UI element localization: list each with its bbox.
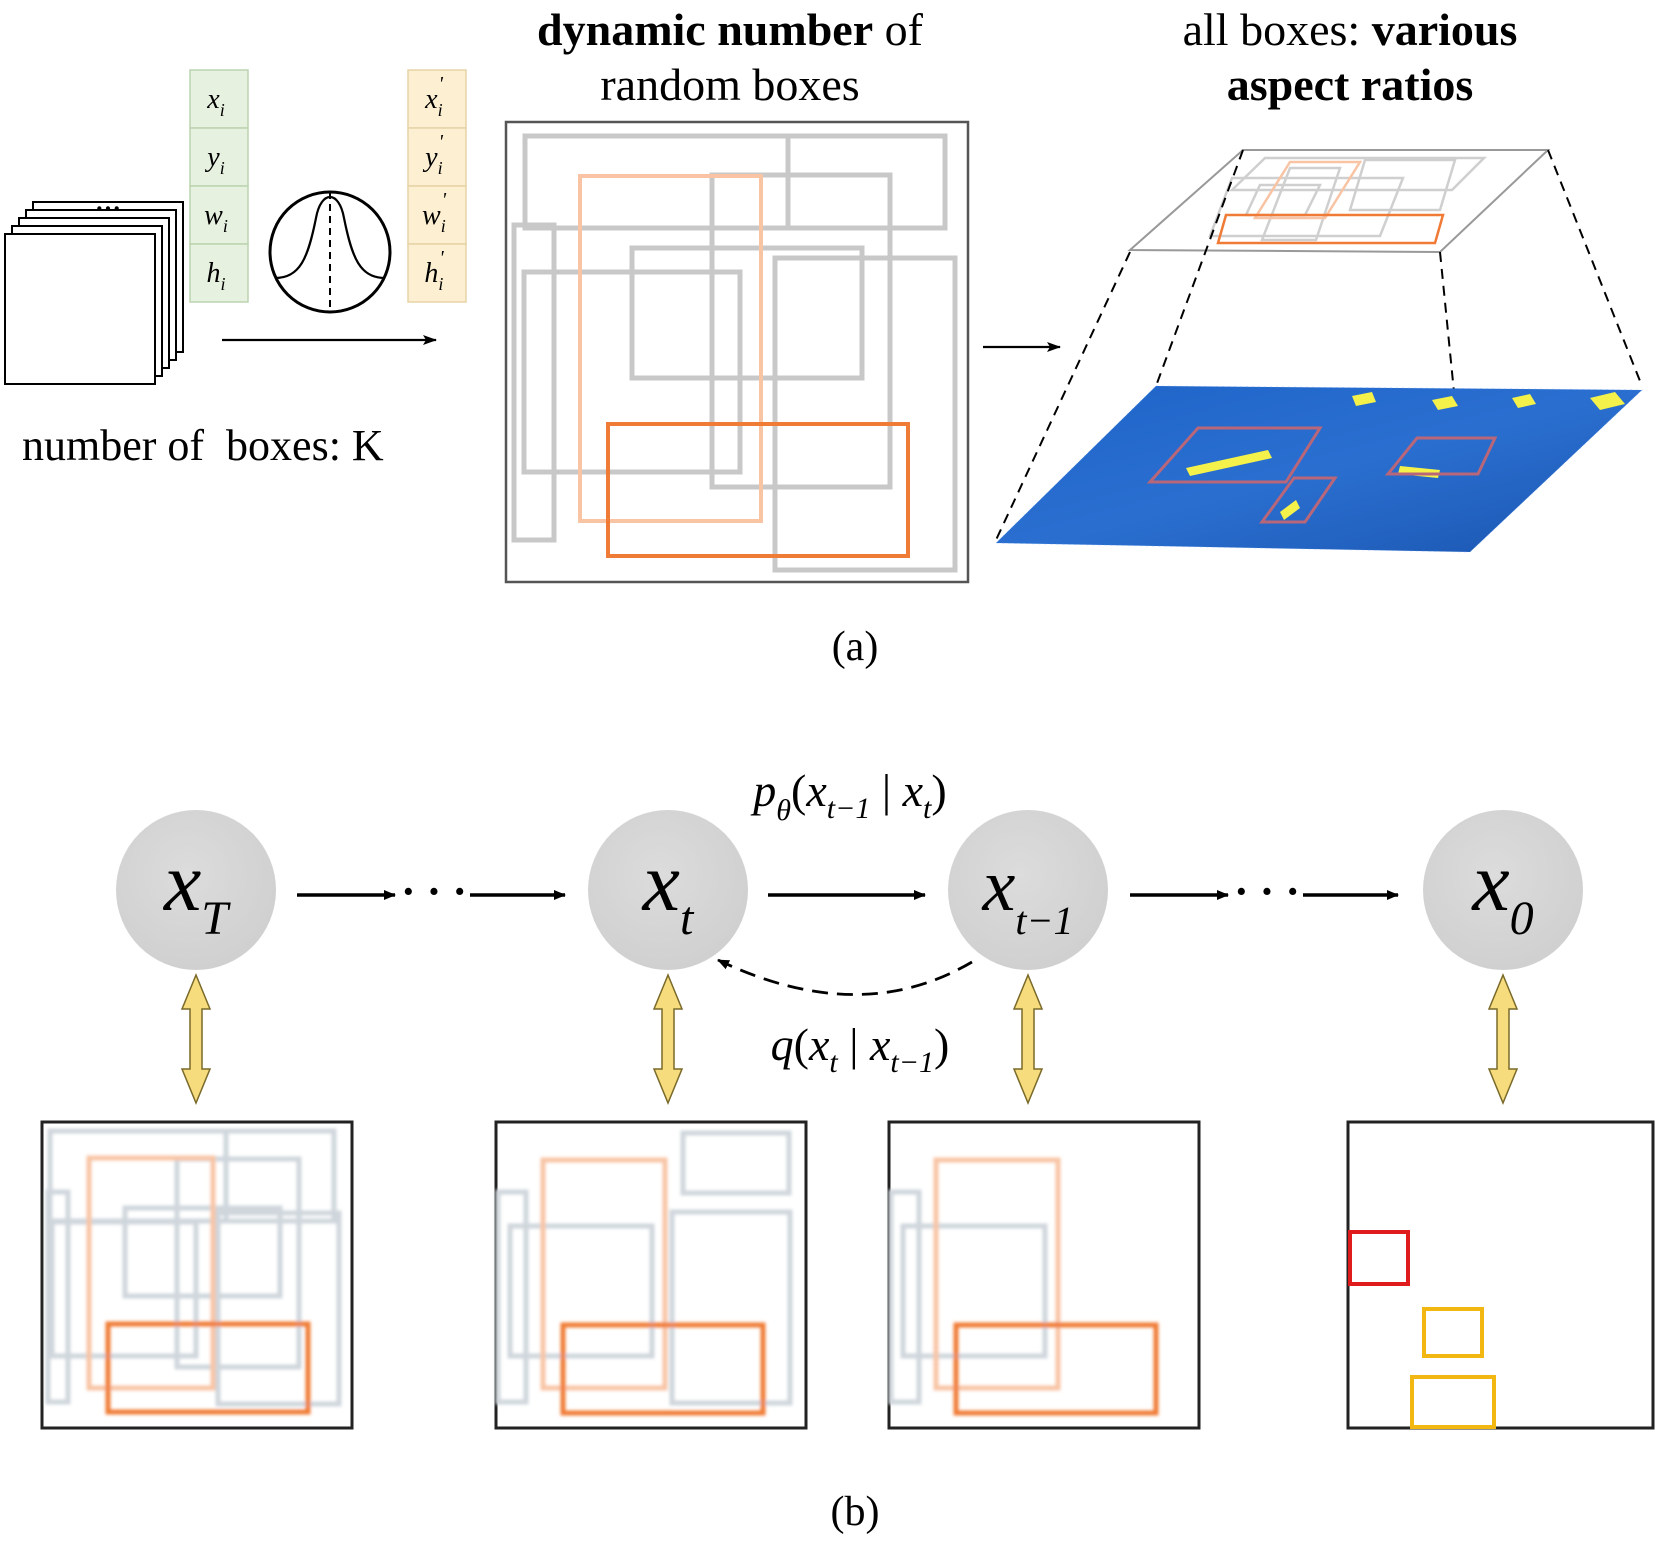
frame-xt: [494, 1120, 808, 1430]
input-cell-w: [189, 185, 249, 245]
node-circle-0: [116, 810, 276, 970]
right-title-line2: aspect ratios: [1227, 59, 1474, 110]
diffusion-nodes: xT xt xt−1 x0: [116, 810, 1583, 970]
correspondence-arrows: [180, 973, 1519, 1105]
node-label-1: xt: [641, 836, 695, 945]
panel-a-label: (a): [832, 624, 879, 670]
node-label-2: xt−1: [982, 845, 1074, 943]
chain-dots-right: · · ·: [1234, 867, 1300, 916]
output-vector: xi' yi' wi' hi': [407, 69, 467, 303]
input-symbol-y: yi: [204, 142, 224, 178]
output-symbol-h: hi': [424, 247, 444, 294]
input-cell-y: [189, 127, 249, 187]
center-title-line2: random boxes: [600, 59, 859, 110]
output-symbol-y: yi': [422, 131, 443, 178]
right-title-line1: all boxes: various: [1183, 4, 1518, 55]
forward-dashed-arrow: [717, 958, 973, 996]
input-symbol-w: wi: [204, 200, 228, 236]
image-stack: ···: [4, 194, 184, 385]
frame-xt-1: [887, 1120, 1201, 1430]
boxes-count-caption: number of boxes: K: [22, 421, 384, 470]
gaussian-icon: [268, 190, 392, 314]
node-circle-2: [948, 810, 1108, 970]
input-symbol-h: hi: [206, 258, 225, 294]
frame-x0: [1346, 1120, 1655, 1430]
node-circle-3: [1423, 810, 1583, 970]
panel-a: ··· xi yi wi hi xi' yi' wi' hi' number of boxe…: [4, 4, 1644, 670]
double-arrow-3: [1487, 973, 1519, 1105]
heatmap-texture: [994, 385, 1644, 553]
center-title-line1: dynamic number of: [537, 4, 924, 55]
random-boxes-frame: [504, 120, 970, 584]
output-symbol-x: xi': [424, 73, 443, 120]
forward-process-label: q(xt | xt−1): [771, 1019, 950, 1079]
stack-dots: ···: [95, 194, 121, 223]
output-cell-y: [407, 127, 467, 187]
input-vector: xi yi wi hi: [189, 69, 249, 303]
reverse-process-label: pθ(xt−1 | xt): [750, 765, 946, 827]
output-cell-h: [407, 243, 467, 303]
node-label-0: xT: [162, 836, 231, 945]
input-symbol-x: xi: [206, 84, 224, 120]
projection-pyramid: [994, 149, 1644, 553]
node-circle-1: [588, 810, 748, 970]
panel-b-label: (b): [831, 1489, 880, 1535]
frame-xT: [40, 1120, 354, 1430]
node-label-3: x0: [1470, 836, 1533, 945]
input-cell-h: [189, 243, 249, 303]
double-arrow-1: [652, 973, 684, 1105]
panel-b: pθ(xt−1 | xt) xT xt xt−1 x0 · · · · · · q(x…: [40, 765, 1655, 1535]
double-arrow-0: [180, 973, 212, 1105]
double-arrow-2: [1012, 973, 1044, 1105]
output-cell-w: [407, 185, 467, 245]
output-symbol-w: wi': [422, 189, 447, 236]
chain-dots-left: · · ·: [401, 867, 467, 916]
